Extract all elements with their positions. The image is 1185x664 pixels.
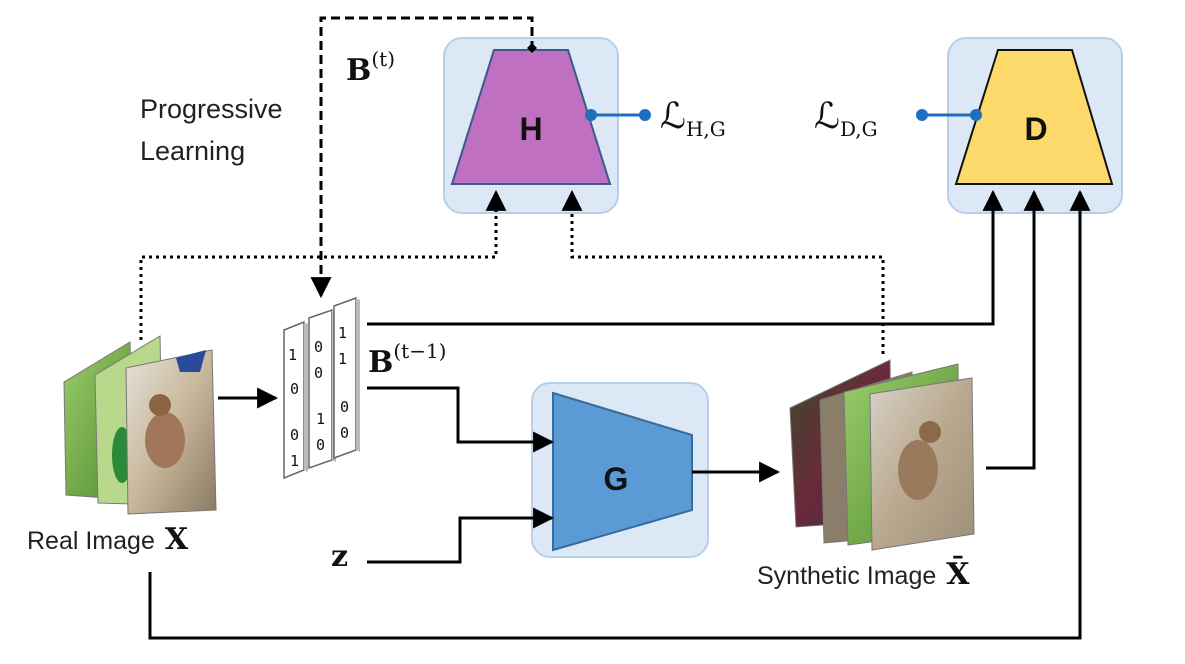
synthetic-to-h-dotted (561, 189, 885, 354)
h-top-diamond (527, 43, 537, 53)
z-label: z (331, 539, 348, 574)
real-to-h-dotted (139, 189, 507, 340)
bit-map-3-row-1: 1 (338, 324, 347, 342)
h-label: H (519, 111, 542, 147)
d-label: D (1024, 111, 1047, 147)
real-image-bird-body (145, 412, 185, 468)
bit-map-2-row-1: 0 (314, 338, 323, 356)
synthetic-image-bird-body (898, 440, 938, 500)
h-trapezoid (450, 49, 612, 185)
loss-h-g-connector (585, 109, 651, 121)
b-t-minus-1-label: B(t−1) (368, 339, 446, 380)
g-label: G (604, 461, 629, 497)
g-trapezoid (552, 391, 693, 552)
g-network: G (531, 382, 709, 558)
real-image-stack (63, 335, 217, 515)
bit-map-2-row-3: 1 (316, 410, 325, 428)
bit-map-1-row-4: 1 (290, 452, 299, 470)
synthetic-to-d-line (986, 189, 1045, 470)
bit-map-1-row-2: 0 (290, 380, 299, 398)
h-network: H (443, 37, 619, 214)
z-to-g-arrow (367, 507, 555, 564)
loss-d-g-connector (916, 109, 982, 121)
loss-d-dot-right (970, 109, 982, 121)
bit-map-3-row-4: 0 (340, 424, 349, 442)
d-network: D (947, 37, 1123, 214)
bit-map-3-row-3: 0 (340, 398, 349, 416)
bitmap-to-d-line (367, 189, 1004, 326)
bitmap-to-g-arrow (367, 386, 555, 453)
b-t-label: B(t) (346, 47, 395, 88)
real-to-d-line (148, 189, 1091, 640)
progressive-learning-loop (310, 16, 534, 299)
loss-h-g-label: ℒH,G (660, 96, 726, 141)
bit-map-3-row-2: 1 (338, 350, 347, 368)
real-image-bird-head (149, 394, 171, 416)
progressive-learning-label: Progressive Learning (140, 94, 290, 166)
bit-map-stack: 1 0 0 1 0 0 1 0 1 1 0 0 (283, 296, 360, 480)
d-trapezoid (954, 49, 1114, 185)
synthetic-image-bird-head (919, 421, 941, 443)
bit-map-1-row-1: 1 (288, 346, 297, 364)
loss-d-dot-left (916, 109, 928, 121)
real-image-blue-bird (176, 350, 206, 372)
bit-map-2-row-4: 0 (316, 436, 325, 454)
bit-map-1-row-3: 0 (290, 426, 299, 444)
loss-d-g-label: ℒD,G (814, 96, 878, 141)
synthetic-image-stack (789, 359, 975, 551)
loss-h-dot-left (585, 109, 597, 121)
loss-h-dot-right (639, 109, 651, 121)
bit-map-2-row-2: 0 (314, 364, 323, 382)
